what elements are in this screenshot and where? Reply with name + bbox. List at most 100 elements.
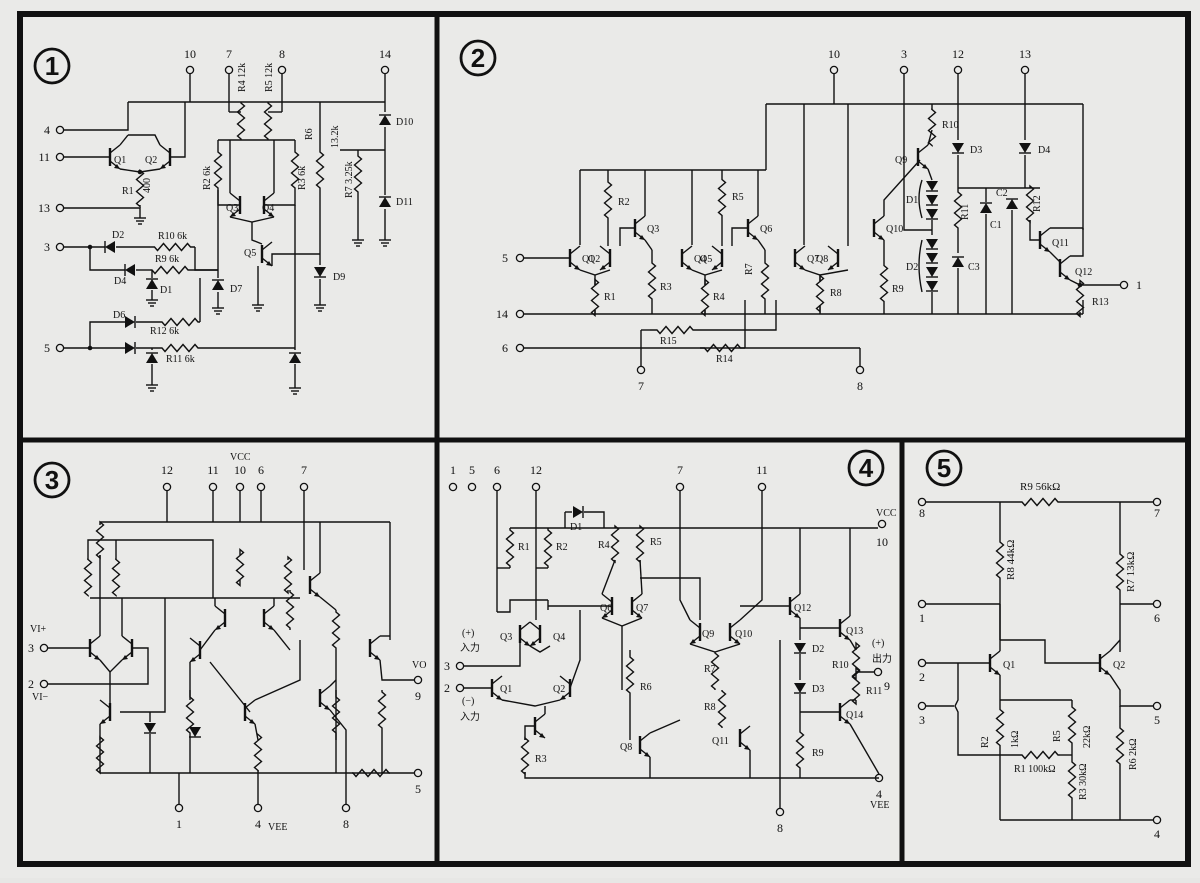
resistor [160, 317, 200, 327]
wire [329, 709, 347, 804]
resistor [1115, 722, 1125, 770]
wire [64, 102, 129, 131]
transistor-collector [601, 593, 613, 603]
resistor [1067, 760, 1077, 800]
resistor [505, 528, 515, 568]
diode [573, 506, 583, 518]
pin-label-8: 8 [919, 506, 925, 520]
pin-terminal-icon [515, 309, 525, 319]
transistor-arrow [636, 613, 642, 618]
resistor [700, 343, 745, 353]
pin-terminal-icon [531, 482, 541, 492]
resistor [760, 262, 770, 300]
resistor [1020, 497, 1060, 507]
transistor-collector [1059, 255, 1071, 265]
wire [601, 559, 616, 595]
diode [125, 316, 135, 328]
part-label-r12: R12 [1032, 195, 1043, 212]
transistor-arrow [878, 235, 884, 240]
pin-label-8: 8 [279, 47, 285, 61]
part-label-vi: VI+ [30, 624, 47, 635]
pin-terminal-icon [341, 803, 351, 813]
pin-terminal-icon [1152, 815, 1162, 825]
part-label-r7-3-25k: R7 3.25k [344, 161, 355, 198]
part-label-q8: Q8 [620, 742, 632, 753]
transistor-collector [989, 650, 1001, 660]
wire [804, 269, 849, 276]
wire [689, 643, 741, 653]
junction-dot [137, 169, 143, 175]
part-label-r2-6k: R2 6k [202, 166, 213, 190]
part-label-d3: D3 [812, 684, 824, 695]
part-label-x: 入力 [460, 710, 480, 723]
transistor-collector [89, 635, 101, 645]
part-label-r8-44k: R8 44kΩ [1005, 540, 1017, 580]
wire [229, 216, 275, 223]
part-label-q1: Q1 [582, 254, 594, 265]
transistor-collector [121, 635, 133, 645]
wire [584, 511, 605, 528]
wire [209, 661, 251, 713]
pin-terminal-icon [55, 125, 65, 135]
part-label-r4: R4 [598, 540, 610, 551]
wire [529, 645, 551, 653]
part-label-13-2k: 13.2k [330, 126, 341, 149]
pin-terminal-icon [413, 768, 423, 778]
transistor-collector [839, 699, 851, 709]
pin-label-8: 8 [777, 821, 783, 835]
diode [952, 143, 964, 153]
transistor-collector [319, 685, 331, 695]
part-label-q11: Q11 [1052, 238, 1069, 249]
resistor [717, 690, 727, 728]
transistor-arrow [268, 212, 274, 217]
pin-terminal-icon [877, 519, 887, 529]
transistor-collector [1039, 227, 1051, 237]
transistor-collector [739, 725, 751, 735]
panel-number-circle [459, 39, 497, 77]
part-label-q2: Q2 [553, 684, 565, 695]
transistor-arrow [639, 235, 645, 240]
part-label-r13: R13 [1092, 297, 1109, 308]
pin-terminal-icon [917, 701, 927, 711]
wire [927, 168, 933, 181]
resistor [953, 188, 963, 232]
transistor-collector [189, 637, 201, 647]
pin-label-1: 1 [1136, 278, 1142, 292]
part-label-q10: Q10 [735, 629, 752, 640]
transistor-collector [263, 192, 275, 202]
transistor-arrow [752, 235, 758, 240]
resistor [927, 107, 937, 148]
part-label-r7-13k: R7 13kΩ [1125, 552, 1137, 592]
transistor-arrow [560, 695, 566, 700]
resistor [520, 736, 530, 776]
part-label-r4: R4 [713, 292, 725, 303]
pin-terminal-icon [413, 675, 423, 685]
transistor-collector [491, 675, 503, 685]
panel-number: 3 [45, 465, 59, 495]
pin-terminal-icon [55, 152, 65, 162]
transistor-collector [244, 699, 256, 709]
resistor [150, 242, 195, 252]
part-label-r15: R15 [660, 336, 677, 347]
transistor-collector [639, 732, 651, 742]
pin-label-9: 9 [884, 679, 890, 693]
wire [619, 227, 635, 246]
pin-label-3: 3 [28, 641, 34, 655]
diode [212, 280, 224, 290]
panel-number-circle [925, 449, 963, 487]
wire [319, 596, 337, 611]
pin-label-1: 1 [919, 611, 925, 625]
pin-label-4: 4 [44, 123, 50, 137]
pin-label-14: 14 [379, 47, 391, 61]
part-label-d7: D7 [230, 284, 242, 295]
part-label-q14: Q14 [846, 710, 863, 721]
transistor-arrow [574, 265, 580, 270]
transistor-arrow [94, 655, 100, 660]
resistor [253, 732, 263, 773]
part-label-q1: Q1 [500, 684, 512, 695]
pin-terminal-icon [1152, 701, 1162, 711]
part-label-d2: D2 [112, 230, 124, 241]
part-label-q3: Q3 [647, 224, 659, 235]
part-label-vo: VO [412, 660, 426, 671]
